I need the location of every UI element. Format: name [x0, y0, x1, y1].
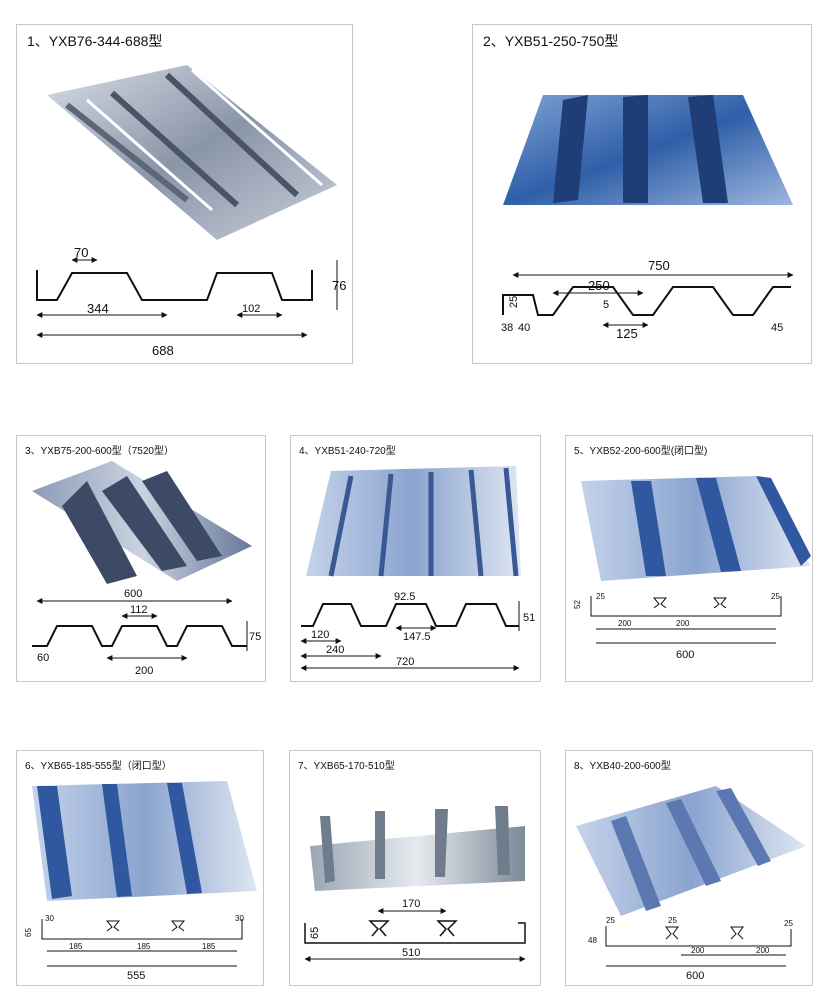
dim-65: 65 [24, 928, 33, 937]
dim-344: 344 [87, 301, 109, 316]
dim-65: 65 [309, 927, 321, 939]
dim-555: 555 [127, 970, 145, 982]
dim-25-a: 25 [606, 916, 615, 925]
dim-76: 76 [332, 278, 346, 293]
dim-720: 720 [396, 656, 414, 668]
dimensions-4 [300, 601, 520, 671]
dim-48: 48 [588, 936, 597, 945]
panel-3-drawing: 600 112 75 60 200 [32, 461, 261, 677]
dim-510: 510 [402, 947, 420, 959]
profile-7 [304, 920, 526, 944]
deck-photo-6 [32, 781, 257, 901]
dim-250: 250 [588, 278, 610, 293]
dimensions-1 [36, 257, 338, 338]
panel-4-drawing: 92.5 51 120 147.5 240 720 [300, 466, 535, 671]
deck-photo-1 [47, 65, 337, 240]
dim-102: 102 [242, 303, 260, 315]
deck-photo-4 [306, 466, 521, 577]
dim-75: 75 [249, 631, 261, 643]
profile-2 [502, 286, 791, 316]
dim-60: 60 [37, 652, 49, 664]
dim-147-5: 147.5 [403, 631, 431, 643]
dim-600: 600 [676, 649, 694, 661]
dim-200: 200 [135, 665, 153, 677]
profile-1 [36, 270, 313, 301]
dim-70: 70 [74, 245, 88, 260]
dim-185-b: 185 [137, 942, 151, 951]
panel-4-title: 4、YXB51-240-720型 [299, 446, 396, 457]
panel-7-title: 7、YXB65-170-510型 [298, 761, 395, 772]
profile-4 [301, 603, 519, 627]
dim-30-left: 30 [45, 914, 54, 923]
dim-51: 51 [523, 612, 535, 624]
dim-52: 52 [573, 600, 582, 609]
dim-200-right: 200 [676, 619, 690, 628]
dimensions-2 [512, 272, 794, 328]
panel-6: 6、YXB65-185-555型（闭口型） 65 30 185 185 185 … [16, 750, 264, 986]
deck-photo-2 [503, 95, 793, 205]
dim-40: 40 [518, 322, 530, 334]
panel-2-title: 2、YXB51-250-750型 [483, 33, 619, 49]
dimensions-7 [304, 908, 526, 962]
panel-4: 4、YXB51-240-720型 92.5 51 120 147.5 240 7… [290, 435, 541, 682]
profile-5 [590, 596, 782, 644]
dimensions-3 [36, 598, 248, 661]
dim-25: 25 [508, 296, 520, 308]
dim-25-c: 25 [784, 919, 793, 928]
panel-2: 2、YXB51-250-750型 750 250 25 5 38 40 125 … [472, 24, 812, 364]
profile-3 [32, 625, 247, 647]
panel-7-drawing: 170 65 510 [304, 806, 526, 962]
dim-600: 600 [686, 970, 704, 982]
dim-30-right: 30 [235, 914, 244, 923]
panel-8-title: 8、YXB40-200-600型 [574, 761, 671, 772]
panel-1-drawing: 70 344 102 76 688 [36, 65, 346, 358]
dim-25-right: 25 [771, 592, 780, 601]
deck-photo-7 [310, 806, 525, 891]
panel-6-drawing: 65 30 185 185 185 30 555 [24, 781, 257, 982]
panel-5-drawing: 52 25 200 200 25 600 [573, 476, 811, 661]
deck-photo-8 [576, 786, 806, 916]
profile-8 [605, 926, 792, 967]
dim-120: 120 [311, 629, 329, 641]
panel-7: 7、YXB65-170-510型 170 65 510 [289, 750, 541, 986]
dim-38: 38 [501, 322, 513, 334]
dim-112: 112 [130, 604, 148, 616]
dim-600: 600 [124, 588, 142, 600]
panel-6-title: 6、YXB65-185-555型（闭口型） [25, 761, 172, 772]
panel-2-drawing: 750 250 25 5 38 40 125 45 [501, 95, 794, 341]
dim-750: 750 [648, 258, 670, 273]
dim-25-left: 25 [596, 592, 605, 601]
panel-5: 5、YXB52-200-600型(闭口型) 52 25 200 200 25 6… [565, 435, 813, 682]
dim-170: 170 [402, 898, 420, 910]
dim-92-5: 92.5 [394, 591, 415, 603]
dim-25-b: 25 [668, 916, 677, 925]
panel-8: 8、YXB40-200-600型 25 25 48 200 200 25 600 [565, 750, 813, 986]
panel-3-title: 3、YXB75-200-600型（7520型） [25, 446, 174, 457]
dim-200-b: 200 [756, 946, 770, 955]
panel-1: 1、YXB76-344-688型 70 344 102 76 688 [16, 24, 353, 364]
dim-5: 5 [603, 299, 609, 311]
panel-5-title: 5、YXB52-200-600型(闭口型) [574, 446, 708, 457]
dim-185-a: 185 [69, 942, 83, 951]
panel-8-drawing: 25 25 48 200 200 25 600 [576, 786, 806, 982]
panel-3: 3、YXB75-200-600型（7520型） 600 112 75 60 20… [16, 435, 266, 682]
dim-200-a: 200 [691, 946, 705, 955]
dim-688: 688 [152, 343, 174, 358]
dim-240: 240 [326, 644, 344, 656]
dim-125: 125 [616, 326, 638, 341]
dim-200-left: 200 [618, 619, 632, 628]
panel-1-title: 1、YXB76-344-688型 [27, 33, 163, 49]
dim-185-c: 185 [202, 942, 216, 951]
profile-6 [41, 919, 243, 967]
dim-45: 45 [771, 322, 783, 334]
deck-photo-3 [32, 461, 252, 584]
deck-photo-5 [581, 476, 811, 581]
